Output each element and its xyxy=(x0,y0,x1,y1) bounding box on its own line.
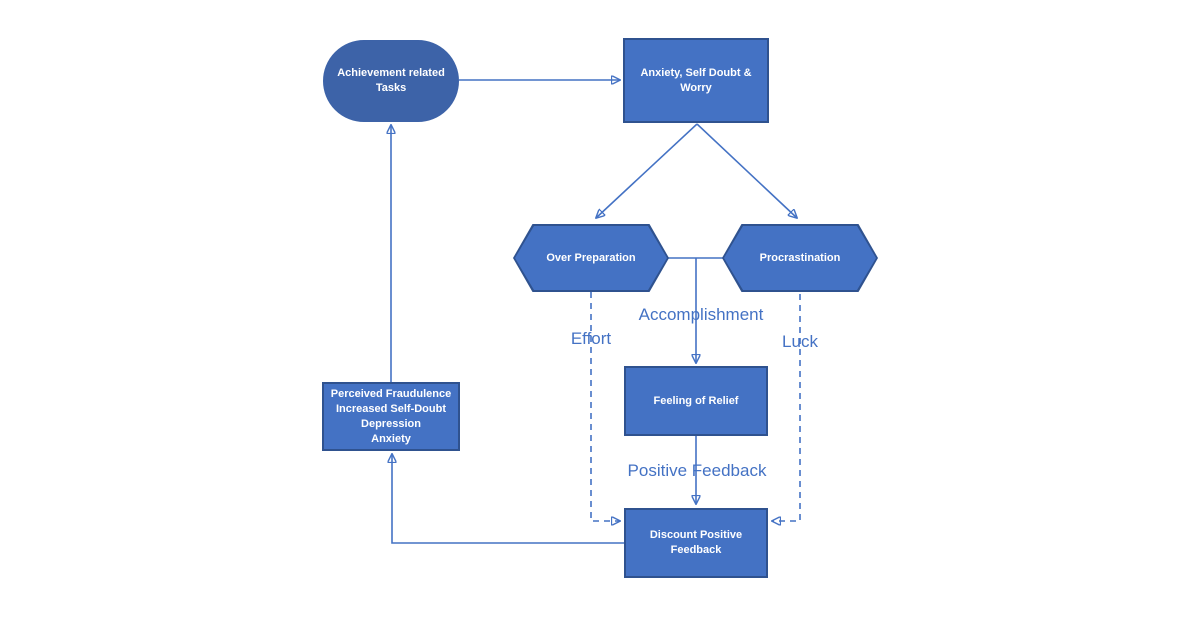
edge-label-accomplishment: Accomplishment xyxy=(638,305,764,324)
node-anxiety-self-doubt-worry: Anxiety, Self Doubt & Worry xyxy=(623,38,769,123)
node-over-preparation: Over Preparation xyxy=(513,224,669,292)
node-perceived-line4: Anxiety xyxy=(371,432,411,445)
node-anxiety-line1: Anxiety, Self Doubt & xyxy=(640,66,752,79)
edge-label-positive-feedback: Positive Feedback xyxy=(627,461,767,480)
arrow-anxiety-to-procrastination xyxy=(696,123,797,218)
node-achievement-tasks-line2: Tasks xyxy=(375,82,407,94)
node-procrastination-label: Procrastination xyxy=(759,252,841,264)
node-perceived-line1: Perceived Fraudulence xyxy=(330,387,452,400)
node-anxiety-line2: Worry xyxy=(680,81,712,94)
node-achievement-tasks-line1: Achievement related xyxy=(337,67,445,79)
node-perceived-line2: Increased Self-Doubt xyxy=(335,402,447,415)
node-feeling-of-relief: Feeling of Relief xyxy=(624,366,768,436)
arrow-effort-dashed xyxy=(590,292,620,521)
node-procrastination: Procrastination xyxy=(722,224,878,292)
edge-label-effort: Effort xyxy=(570,329,612,348)
node-feeling-of-relief-label: Feeling of Relief xyxy=(653,394,739,407)
node-discount-positive-feedback: Discount Positive Feedback xyxy=(624,508,768,578)
arrow-luck-dashed xyxy=(772,294,801,521)
node-over-preparation-label: Over Preparation xyxy=(546,252,636,264)
edge-label-luck: Luck xyxy=(782,332,818,351)
node-discount-line1: Discount Positive xyxy=(649,529,743,541)
procrastination-hexagon-fill xyxy=(724,226,876,290)
node-perceived-line3: Depression xyxy=(361,417,421,430)
over-preparation-hexagon-fill xyxy=(515,226,667,290)
node-discount-line2: Feedback xyxy=(670,544,722,556)
arrow-discount-to-perceived xyxy=(392,454,624,544)
node-achievement-tasks: Achievement related Tasks xyxy=(323,40,459,122)
node-perceived-fraudulence: Perceived Fraudulence Increased Self-Dou… xyxy=(322,382,460,451)
arrow-anxiety-to-over-preparation xyxy=(596,123,698,218)
